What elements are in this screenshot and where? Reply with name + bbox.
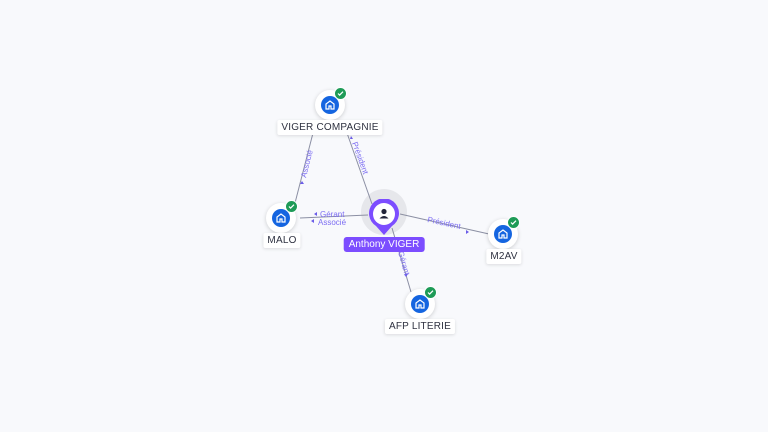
edge-label-viger-compagnie-malo: Associé — [299, 149, 315, 179]
person-node[interactable] — [368, 198, 400, 235]
person-label[interactable]: Anthony VIGER — [343, 237, 425, 252]
edge-label-person-malo-1: Gérant — [320, 210, 345, 219]
arrow-person-to-malo-2 — [311, 219, 314, 223]
building-icon — [411, 295, 429, 313]
company-label-m2av[interactable]: M2AV — [486, 249, 522, 264]
company-node-afp-literie[interactable] — [405, 286, 437, 319]
company-label-viger-compagnie[interactable]: VIGER COMPAGNIE — [277, 120, 383, 135]
edge-person-malo — [299, 214, 369, 219]
company-node-m2av[interactable] — [488, 216, 520, 249]
verified-check-icon — [285, 200, 298, 213]
arrow-malo-to-viger-compagnie — [300, 181, 304, 184]
building-icon — [272, 209, 290, 227]
person-icon — [379, 208, 389, 219]
company-node-viger-compagnie[interactable] — [315, 87, 347, 120]
location-pin-icon — [369, 198, 399, 235]
arrow-person-to-malo-1 — [314, 212, 317, 216]
arrow-person-to-afp-literie — [404, 274, 408, 277]
edge-label-person-afp-literie: Gérant — [396, 250, 412, 277]
edge-person-viger-compagnie — [346, 132, 373, 205]
arrow-person-to-m2av — [466, 230, 469, 234]
edge-person-m2av — [399, 213, 490, 235]
verified-check-icon — [507, 216, 520, 229]
edge-label-person-m2av: Président — [427, 215, 463, 231]
edge-label-person-viger-compagnie: Président — [350, 141, 370, 177]
building-icon — [321, 96, 339, 114]
edge-label-person-malo-2: Associé — [318, 218, 347, 227]
arrow-person-to-viger-compagnie — [350, 136, 353, 139]
edge-viger-compagnie-malo — [294, 132, 314, 204]
verified-check-icon — [424, 286, 437, 299]
verified-check-icon — [334, 87, 347, 100]
company-label-afp-literie[interactable]: AFP LITERIE — [384, 319, 456, 334]
building-icon — [494, 225, 512, 243]
company-label-malo[interactable]: MALO — [263, 233, 301, 248]
company-node-malo[interactable] — [266, 200, 298, 233]
